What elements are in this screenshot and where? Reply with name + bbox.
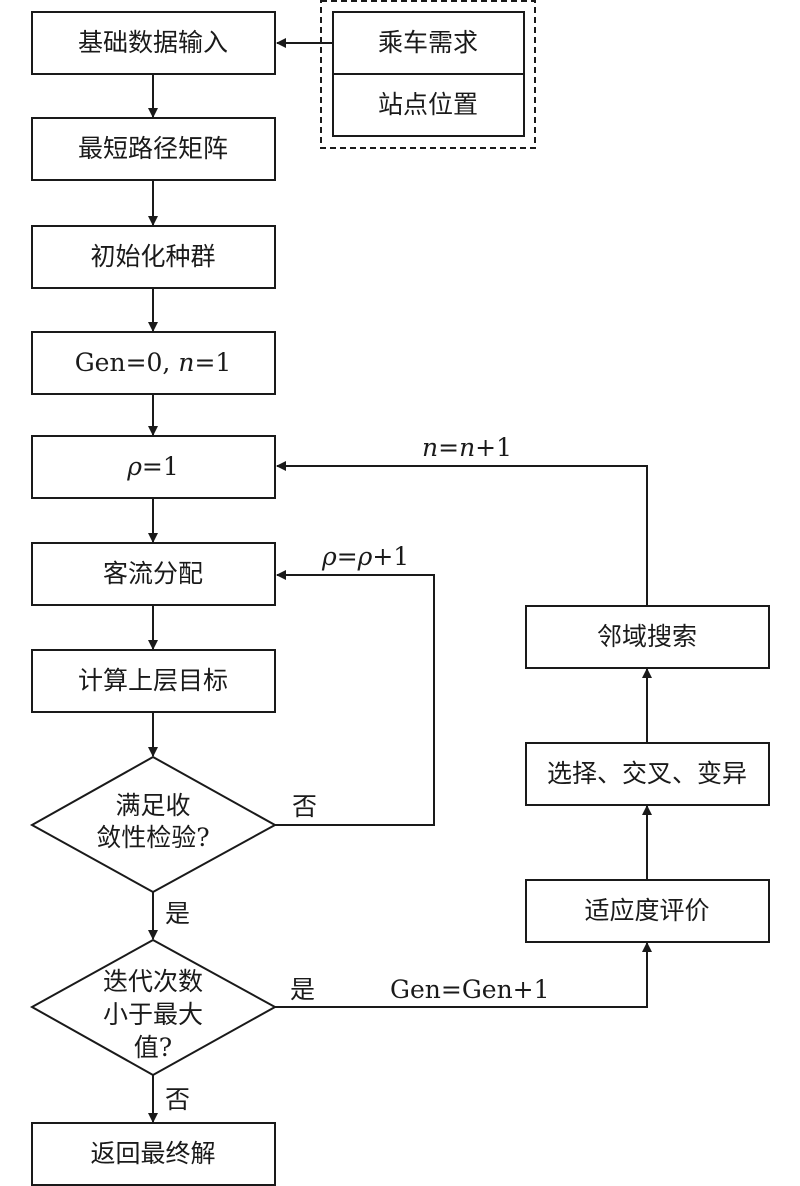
shortest-path-box — [31, 117, 276, 181]
demand-label: 乘车需求 — [378, 28, 478, 57]
return-solution-box — [31, 1122, 276, 1186]
gen-init-box — [31, 331, 276, 395]
ga-operators-box — [525, 742, 770, 806]
flow-assign-box — [31, 542, 276, 606]
init-population-box — [31, 225, 276, 289]
shortest-path-label: 最短路径矩阵 — [78, 134, 228, 163]
upper-objective-label: 计算上层目标 — [78, 666, 228, 695]
init-population-label: 初始化种群 — [90, 242, 215, 271]
convergence-label-line1: 满足收 — [115, 791, 190, 820]
station-box — [332, 73, 525, 137]
arrow-iteration-yes-to-fitness — [275, 942, 652, 1008]
rho-init-label: ρ=1 — [126, 452, 179, 481]
flow-assign-label: 客流分配 — [103, 559, 203, 588]
neighborhood-search-box — [525, 605, 770, 669]
demand-box — [332, 11, 525, 75]
edge-label-iteration-yes: 是 — [290, 975, 315, 1004]
return-solution-label: 返回最终解 — [90, 1139, 215, 1168]
edge-label-gen-increment: Gen=Gen+1 — [390, 975, 550, 1004]
input-box — [31, 11, 276, 75]
gen-init-label: Gen=0, n=1 — [75, 348, 232, 377]
edge-label-n-increment: n=n+1 — [422, 433, 512, 462]
convergence-label-line2: 敛性检验? — [96, 823, 209, 852]
ga-operators-label: 选择、交叉、变异 — [547, 759, 747, 788]
fitness-label: 适应度评价 — [584, 896, 709, 925]
edge-label-convergence-yes: 是 — [165, 899, 190, 928]
arrow-convergence-no-loop — [275, 570, 435, 826]
input-label: 基础数据输入 — [78, 28, 228, 57]
iteration-label-line1: 迭代次数 — [103, 967, 203, 996]
edge-label-convergence-no: 否 — [292, 792, 317, 821]
arrow-neighborhood-loop — [276, 461, 648, 606]
edge-label-iteration-no: 否 — [165, 1085, 190, 1114]
station-label: 站点位置 — [378, 90, 478, 119]
iteration-label-line3: 值? — [134, 1033, 172, 1062]
edge-label-rho-increment: ρ=ρ+1 — [321, 542, 409, 571]
iteration-label-line2: 小于最大 — [103, 1000, 203, 1029]
neighborhood-search-label: 邻域搜索 — [597, 622, 697, 651]
